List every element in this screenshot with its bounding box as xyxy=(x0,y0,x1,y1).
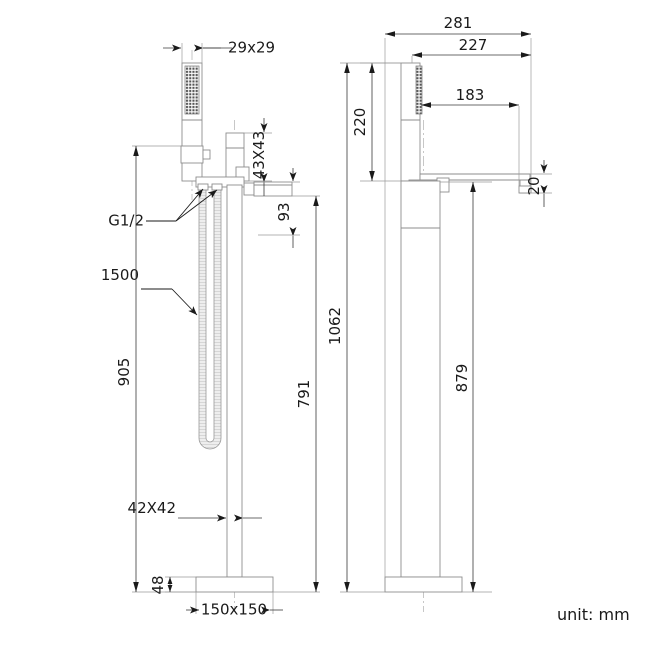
dim-43x43: 43X43 xyxy=(244,118,272,196)
dim-150x150: 150x150 xyxy=(186,592,283,619)
dim-1062-label: 1062 xyxy=(326,307,344,345)
side-handshower xyxy=(400,62,423,182)
front-base-plate xyxy=(195,576,274,593)
front-view: 29x29 43X43 93 G1/2 1 xyxy=(101,39,320,619)
dim-281: 281 xyxy=(384,14,532,577)
hose-1500-leader xyxy=(171,288,198,316)
side-handshower-spray-face xyxy=(415,65,423,115)
side-standing-column xyxy=(400,180,441,578)
dim-1062-arrow-top xyxy=(344,63,350,73)
handshower-assembly xyxy=(180,62,211,182)
dim-183-arrow-right xyxy=(509,102,519,108)
dim-220-arrow-bottom xyxy=(369,171,375,181)
dim-879: 879 xyxy=(440,181,492,593)
dim-905: 905 xyxy=(115,145,196,593)
shower-hose xyxy=(197,183,223,450)
leader-1500: 1500 xyxy=(101,266,198,316)
dim-905-arrow-bottom xyxy=(133,582,139,592)
unit-note: unit: mm xyxy=(557,605,630,624)
hose-connector-left xyxy=(197,183,209,191)
dim-20: 20 xyxy=(525,160,552,207)
dim-183-label: 183 xyxy=(456,86,485,104)
dim-42x42-label: 42X42 xyxy=(128,499,176,517)
dim-227-arrow-left xyxy=(412,52,422,58)
dim-48-label: 48 xyxy=(149,575,167,594)
dim-905-label: 905 xyxy=(115,358,133,387)
handshower-holder-bracket xyxy=(180,145,204,164)
handshower-holder-arm xyxy=(202,149,211,160)
dim-1062-arrow-bottom xyxy=(344,582,350,592)
side-view: 281 227 183 220 xyxy=(326,14,552,612)
dim-93-label: 93 xyxy=(275,202,293,221)
dim-20-label: 20 xyxy=(525,176,543,195)
dim-227: 227 xyxy=(411,36,531,63)
dim-879-arrow-top xyxy=(470,182,476,192)
side-base-plate xyxy=(384,576,463,593)
dim-791-arrow-top xyxy=(313,196,319,206)
dim-227-arrow-right xyxy=(521,52,531,58)
dim-227-label: 227 xyxy=(459,36,488,54)
spout-outlet-tip xyxy=(518,185,532,194)
dim-1500-label: 1500 xyxy=(101,266,139,284)
front-standing-column xyxy=(226,184,243,578)
leader-g12: G1/2 xyxy=(108,188,218,230)
spout-profile xyxy=(253,181,293,197)
handshower-spray-face xyxy=(184,65,200,115)
dim-93: 93 xyxy=(258,168,300,248)
dim-791-label: 791 xyxy=(295,380,313,409)
g12-leader-line-b xyxy=(175,189,218,222)
dim-281-arrow-right xyxy=(521,31,531,37)
dim-879-label: 879 xyxy=(453,364,471,393)
dim-281-arrow-left xyxy=(385,31,395,37)
dim-150x150-label: 150x150 xyxy=(201,601,267,619)
dim-48-arrow-top xyxy=(167,577,173,584)
g12-leader-line-a xyxy=(175,188,204,222)
dim-g12-label: G1/2 xyxy=(108,212,144,230)
dim-879-arrow-bottom xyxy=(470,582,476,592)
dim-791-arrow-bottom xyxy=(313,582,319,592)
dim-791: 791 xyxy=(273,195,320,593)
dim-1062: 1062 xyxy=(326,62,401,593)
hose-loop-outline xyxy=(198,187,222,450)
hose-connector-right xyxy=(211,183,223,191)
dim-48-arrow-bottom xyxy=(167,585,173,592)
dim-48: 48 xyxy=(149,575,196,595)
valve-outlet-neck xyxy=(243,182,255,196)
dim-29x29: 29x29 xyxy=(163,39,275,63)
side-column-base xyxy=(384,180,463,593)
front-column-base xyxy=(195,184,274,593)
dim-183-arrow-left xyxy=(421,102,431,108)
dim-183: 183 xyxy=(421,86,520,186)
dim-220-label: 220 xyxy=(351,108,369,137)
dim-281-label: 281 xyxy=(444,14,473,32)
dim-43x43-label: 43X43 xyxy=(250,131,268,179)
dim-220-arrow-top xyxy=(369,63,375,73)
dim-905-arrow-top xyxy=(133,146,139,156)
front-valve-body xyxy=(195,132,293,197)
dim-29x29-label: 29x29 xyxy=(228,39,275,57)
dim-42x42: 42X42 xyxy=(128,499,262,522)
